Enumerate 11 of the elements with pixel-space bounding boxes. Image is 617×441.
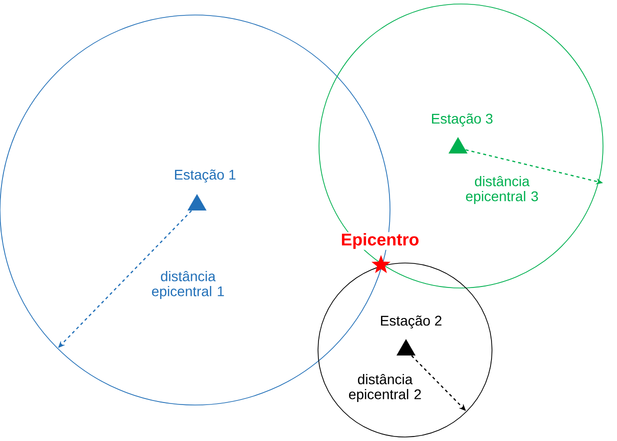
epicenter-label: Epicentro (340, 232, 420, 250)
circle (318, 262, 492, 438)
station-label: Estação 2 (381, 315, 442, 328)
station-label: Estação 3 (432, 113, 492, 126)
station-label: Estação 1 (175, 169, 236, 182)
arrow (411, 355, 466, 411)
arrow (58, 210, 192, 348)
edge-label: distância epicentral 2 (349, 374, 421, 402)
edge-label: distância epicentral 3 (466, 176, 538, 204)
circle (318, 4, 604, 288)
edge-label: distância epicentral 1 (152, 270, 224, 300)
